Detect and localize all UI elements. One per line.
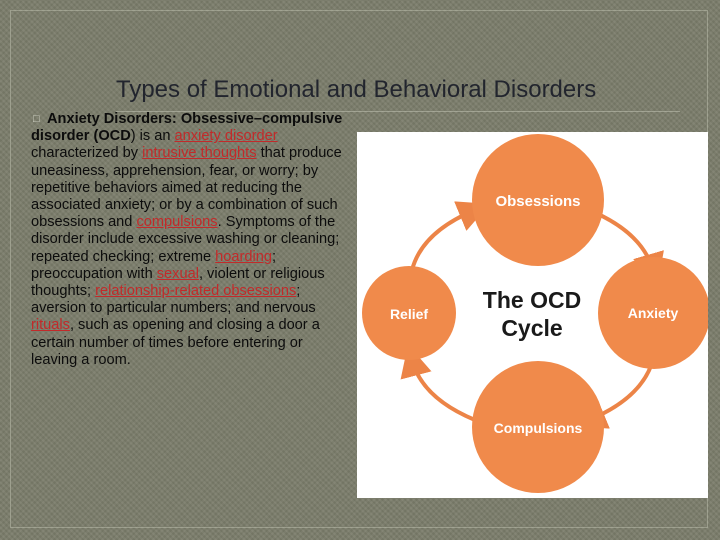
slide-title: Types of Emotional and Behavioral Disord… <box>116 76 597 103</box>
text-run: that produce uneasiness, apprehension, f… <box>31 145 342 231</box>
text-run: Anxiety Disorders: Obsessive–compulsive … <box>31 111 343 145</box>
link-relationship-related-obsessions[interactable]: relationship-related obsessions <box>95 283 297 300</box>
slide-body-text: □Anxiety Disorders: Obsessive–compulsive… <box>31 111 353 369</box>
diagram-center-title-line2: Cycle <box>501 315 562 341</box>
node-obsessions <box>472 134 604 266</box>
node-label-obsessions: Obsessions <box>495 193 580 210</box>
link-compulsions[interactable]: compulsions <box>136 214 218 231</box>
ocd-cycle-diagram: Obsessions Anxiety Compulsions Relief Th… <box>357 132 708 498</box>
node-label-relief: Relief <box>390 306 428 322</box>
text-run: ; aversion to particular numbers; and ne… <box>31 283 316 317</box>
arrow-relief-to-obsessions <box>410 201 490 271</box>
text-run: , such as opening and closing a door a c… <box>31 317 320 368</box>
title-divider <box>116 111 680 112</box>
link-sexual[interactable]: sexual <box>156 265 199 282</box>
text-run: characterized by <box>31 145 143 162</box>
link-anxiety-disorder[interactable]: anxiety disorder <box>174 128 278 145</box>
link-rituals[interactable]: rituals <box>31 317 70 334</box>
link-intrusive-thoughts[interactable]: intrusive thoughts <box>142 145 257 162</box>
link-hoarding[interactable]: hoarding <box>215 248 272 265</box>
ocd-cycle-svg: Obsessions Anxiety Compulsions Relief Th… <box>362 134 708 493</box>
arrow-compulsions-to-relief <box>400 344 476 422</box>
text-run: ) is an <box>130 128 175 145</box>
bullet-icon: □ <box>33 113 40 125</box>
node-label-anxiety: Anxiety <box>628 305 679 321</box>
diagram-center-title-line1: The OCD <box>483 287 581 313</box>
text-run: . Symptoms of the disorder include exces… <box>31 214 340 265</box>
node-label-compulsions: Compulsions <box>494 420 583 436</box>
text-run: , violent or religious thoughts; <box>31 265 325 300</box>
text-run: OCD <box>98 128 131 145</box>
node-relief <box>362 266 456 360</box>
node-anxiety <box>598 257 708 369</box>
node-compulsions <box>472 361 604 493</box>
text-run: ; preoccupation with <box>31 248 277 282</box>
